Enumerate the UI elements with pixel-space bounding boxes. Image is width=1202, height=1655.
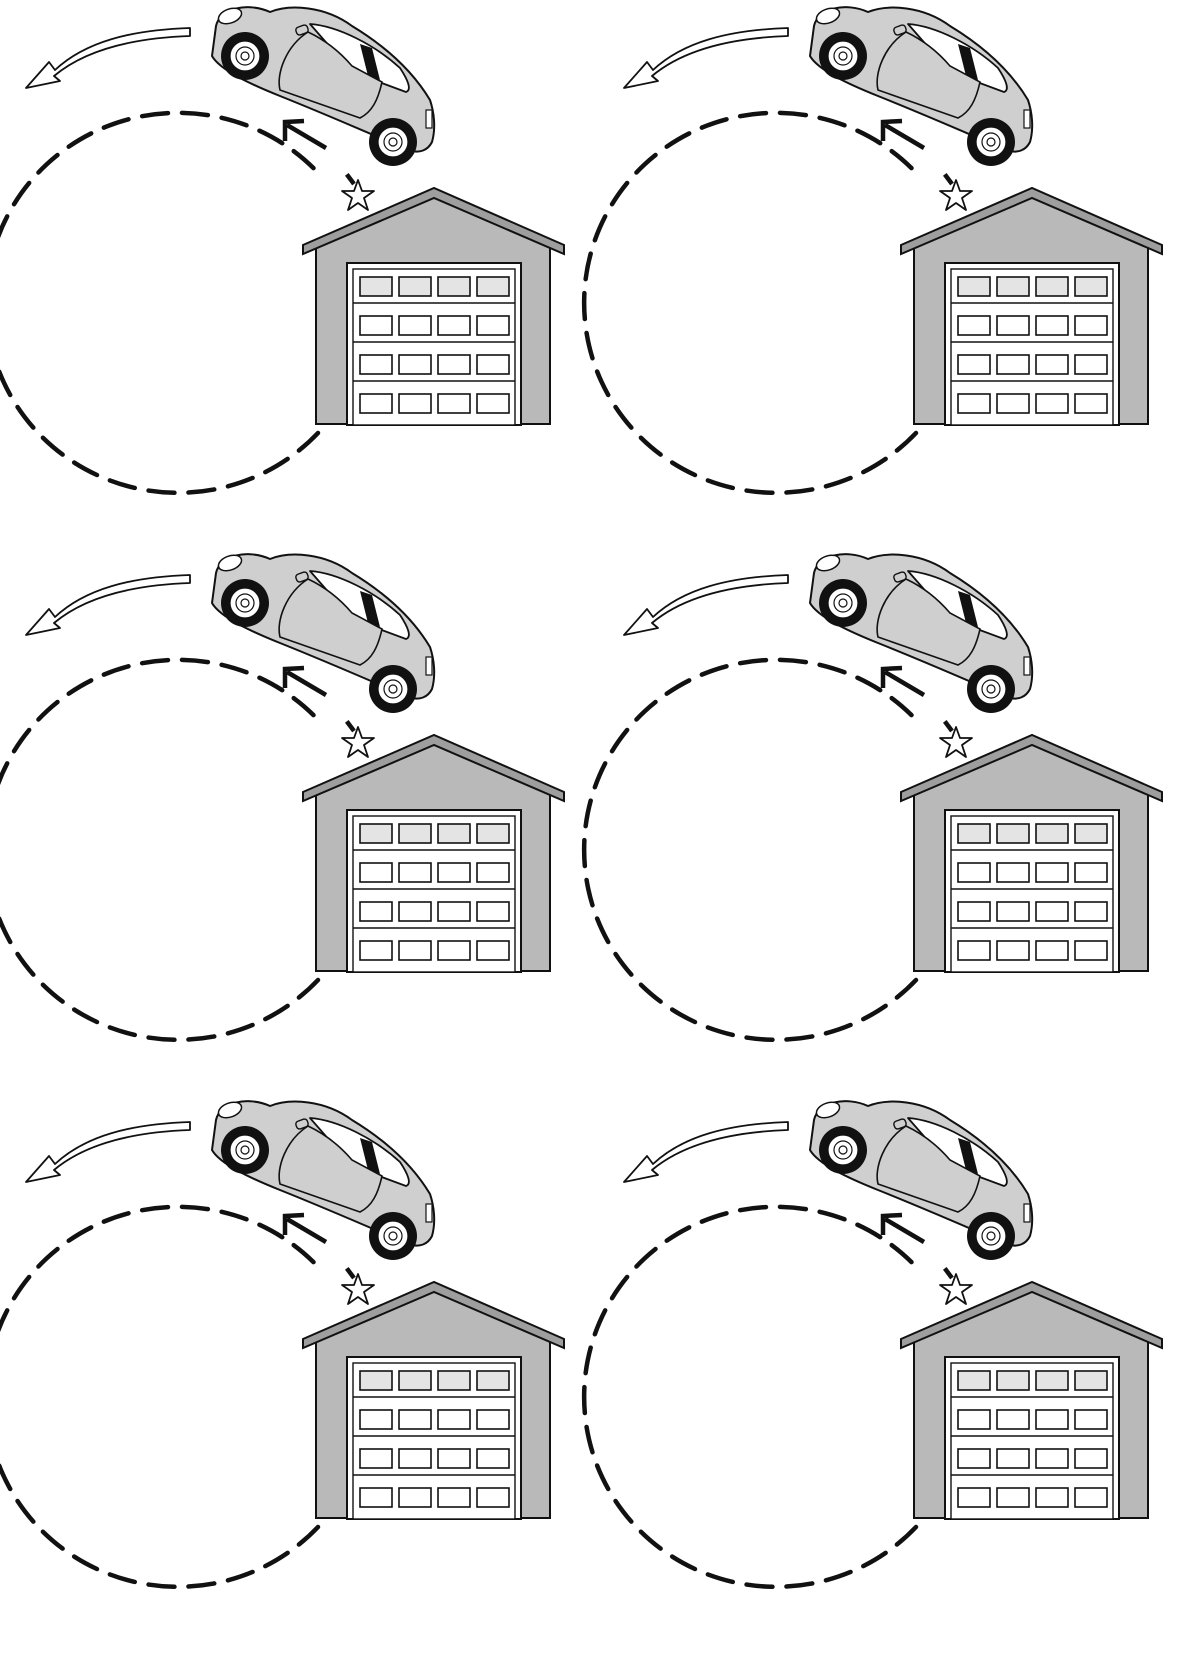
panel-1 xyxy=(0,0,580,552)
car-wheel xyxy=(369,665,417,713)
garage-door xyxy=(346,262,522,426)
motion-arrow-icon xyxy=(623,1121,789,1183)
garage-door xyxy=(944,262,1120,426)
car-icon xyxy=(211,1100,436,1260)
car-wheel xyxy=(967,665,1015,713)
dashed-path xyxy=(0,1204,325,1590)
car-wheel xyxy=(221,579,269,627)
direction-arrow-icon xyxy=(880,1212,954,1280)
car-icon xyxy=(809,1100,1034,1260)
garage-icon xyxy=(900,733,1163,973)
dashed-path xyxy=(581,110,923,496)
panel-5 xyxy=(0,1094,580,1646)
motion-arrow-icon xyxy=(25,27,191,89)
star-icon xyxy=(939,1273,973,1305)
car-wheel xyxy=(369,118,417,166)
dashed-path xyxy=(581,657,923,1043)
motion-arrow-icon xyxy=(25,574,191,636)
garage-door xyxy=(944,1356,1120,1520)
car-icon xyxy=(211,553,436,713)
direction-arrow-icon xyxy=(880,118,954,186)
motion-arrow-icon xyxy=(25,1121,191,1183)
panel-2 xyxy=(578,0,1178,552)
direction-arrow-icon xyxy=(880,665,954,733)
car-wheel xyxy=(819,1126,867,1174)
garage-icon xyxy=(302,1280,565,1520)
car-wheel xyxy=(819,579,867,627)
garage-icon xyxy=(900,186,1163,426)
panel-3 xyxy=(0,547,580,1099)
car-icon xyxy=(211,6,436,166)
star-icon xyxy=(939,726,973,758)
garage-door xyxy=(944,809,1120,973)
dashed-path xyxy=(0,657,325,1043)
panel-4 xyxy=(578,547,1178,1099)
direction-arrow-icon xyxy=(282,118,356,186)
star-icon xyxy=(341,1273,375,1305)
garage-icon xyxy=(302,186,565,426)
direction-arrow-icon xyxy=(282,665,356,733)
garage-door xyxy=(346,809,522,973)
star-icon xyxy=(341,179,375,211)
car-wheel xyxy=(221,32,269,80)
car-icon xyxy=(809,6,1034,166)
garage-icon xyxy=(302,733,565,973)
car-wheel xyxy=(369,1212,417,1260)
motion-arrow-icon xyxy=(623,574,789,636)
motion-arrow-icon xyxy=(623,27,789,89)
garage-door xyxy=(346,1356,522,1520)
dashed-path xyxy=(581,1204,923,1590)
dashed-path xyxy=(0,110,325,496)
car-wheel xyxy=(221,1126,269,1174)
car-wheel xyxy=(967,118,1015,166)
star-icon xyxy=(341,726,375,758)
car-wheel xyxy=(967,1212,1015,1260)
car-wheel xyxy=(819,32,867,80)
car-icon xyxy=(809,553,1034,713)
panel-6 xyxy=(578,1094,1178,1646)
direction-arrow-icon xyxy=(282,1212,356,1280)
garage-icon xyxy=(900,1280,1163,1520)
star-icon xyxy=(939,179,973,211)
